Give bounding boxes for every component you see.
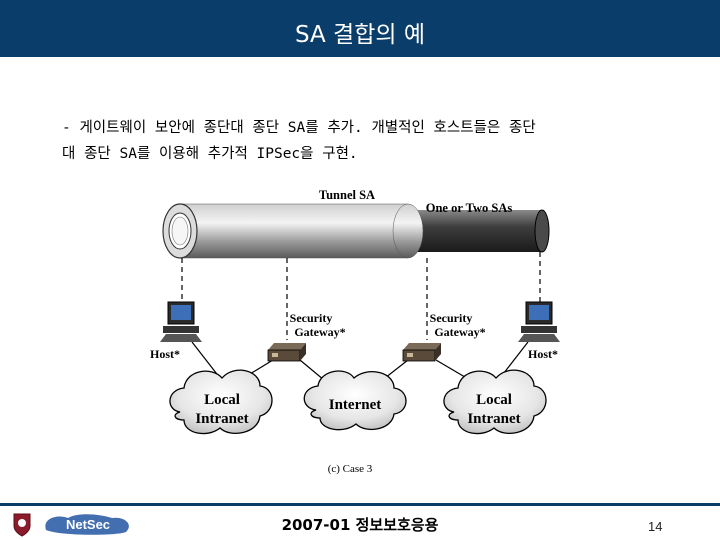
footer-rule (0, 503, 720, 506)
body-line-1: - 게이트웨이 보안에 종단대 종단 SA를 추가. 개별적인 호스트들은 종단 (62, 115, 682, 141)
dashed-connectors (182, 252, 540, 340)
gateway-left-label-1: Security (290, 311, 333, 325)
cloud-left-label-1: Local (204, 392, 240, 408)
cloud-right-label-2: Intranet (467, 411, 520, 427)
diagram-caption: (c) Case 3 (328, 463, 373, 475)
host-computer-left-icon (160, 302, 202, 342)
cloud-internet-label: Internet (329, 397, 382, 413)
gateway-right-label-2: Gateway* (434, 325, 485, 339)
host-label-left: Host* (150, 347, 180, 361)
slide-body: - 게이트웨이 보안에 종단대 종단 SA를 추가. 개별적인 호스트들은 종단… (62, 115, 682, 167)
inner-sa-label: One or Two SAs (426, 201, 513, 215)
security-gateway-left-icon (268, 343, 306, 361)
gateway-left-label-2: Gateway* (294, 325, 345, 339)
host-computer-right-icon (518, 302, 560, 342)
slide-title: SA 결합의 예 (0, 0, 720, 57)
tunnel-sa-pipe (163, 204, 423, 258)
cloud-right-label-1: Local (476, 392, 512, 408)
body-line-2: 대 종단 SA를 이용해 추가적 IPSec을 구현. (62, 141, 682, 167)
security-gateway-right-icon (403, 343, 441, 361)
tunnel-sa-label: Tunnel SA (319, 188, 375, 202)
sa-combination-diagram: Tunnel SA One or Two SAs Host* Host* Sec… (140, 180, 570, 480)
gateway-right-label-1: Security (430, 311, 473, 325)
footer-course-title: 2007-01 정보보호응용 (0, 514, 720, 535)
page-number: 14 (648, 519, 662, 534)
host-label-right: Host* (528, 347, 558, 361)
cloud-left-label-2: Intranet (195, 411, 248, 427)
